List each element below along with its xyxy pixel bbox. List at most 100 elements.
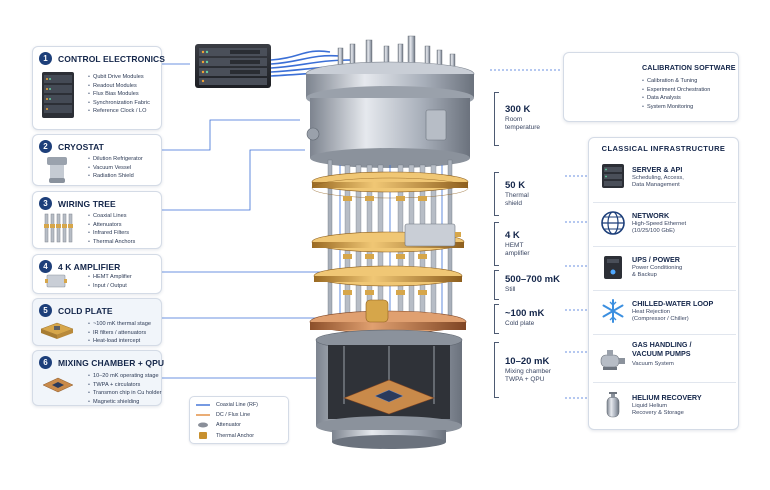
amplifier-box-icon xyxy=(45,274,67,288)
electronics-rack-icon xyxy=(42,72,74,118)
list-item: Coaxial Lines xyxy=(88,212,135,221)
panel-title: MIXING CHAMBER + QPU xyxy=(58,357,165,368)
cryostat-icon xyxy=(47,157,67,183)
infra-title: GAS HANDLING / VACUUM PUMPS xyxy=(632,340,692,358)
list-item: Radiation Shield xyxy=(88,172,143,181)
list-item: Magnetic shielding xyxy=(88,398,161,407)
panel-title: 4 K AMPLIFIER xyxy=(58,261,121,272)
panel-title: CRYOSTAT xyxy=(58,141,104,152)
infra-title: NETWORK xyxy=(632,211,670,220)
list-item: 10–20 mK operating stage xyxy=(88,372,161,381)
stage-label: Thermal shield xyxy=(505,192,529,207)
infra-row-chilled-water: CHILLED-WATER LOOP Heat Rejection (Compr… xyxy=(593,290,736,330)
list-item: HEMT Amplifier xyxy=(88,273,132,282)
attenuator-swatch xyxy=(198,422,208,428)
panel-title: WIRING TREE xyxy=(58,198,116,209)
list-item: Thermal Anchors xyxy=(88,238,135,247)
stage-label: Mixing chamber TWPA + QPU xyxy=(505,368,551,383)
vacuum-pump-icon xyxy=(600,350,625,370)
stage-temp: 50 K xyxy=(505,180,526,191)
legend-label: DC / Flux Line xyxy=(216,412,251,418)
stage-label: Still xyxy=(505,286,516,293)
server-rack-icon xyxy=(602,164,624,188)
list-item: TWPA + circulators xyxy=(88,381,161,390)
stage-bracket xyxy=(494,270,499,300)
step-number: 3 xyxy=(39,197,52,210)
helium-cylinder-icon xyxy=(606,392,620,418)
infra-desc: Power Conditioning & Backup xyxy=(632,265,683,279)
infra-desc: High-Speed Ethernet (10/25/100 GbE) xyxy=(632,221,687,235)
panel-control-electronics: 1 CONTROL ELECTRONICS Qubit Drive Modules… xyxy=(32,46,166,130)
stage-temp: 500–700 mK xyxy=(505,274,560,285)
stage-bracket xyxy=(494,172,499,216)
cold-plate-icon xyxy=(40,322,74,339)
qpu-chip-icon xyxy=(42,377,74,393)
list-item: Transmon chip in Cu holder xyxy=(88,389,162,398)
step-number: 5 xyxy=(39,304,52,317)
panel-title: CLASSICAL INFRASTRUCTURE xyxy=(601,144,726,153)
list-item: Readout Modules xyxy=(88,82,150,91)
infra-row-ups: UPS / POWER Power Conditioning & Backup xyxy=(593,246,736,286)
infra-title: HELIUM RECOVERY xyxy=(632,393,702,402)
coax-line-swatch xyxy=(196,404,210,406)
legend: Coaxial Line (RF) DC / Flux Line Attenua… xyxy=(189,396,289,444)
list-item: System Monitoring xyxy=(642,103,710,112)
infra-title: UPS / POWER xyxy=(632,255,680,264)
stage-label: HEMT amplifier xyxy=(505,242,530,257)
step-number: 1 xyxy=(39,52,52,65)
stage-label: Cold plate xyxy=(505,320,535,327)
panel-calibration-software: CALIBRATION SOFTWARE Calibration & Tunin… xyxy=(563,52,739,122)
list-item: Vacuum Vessel xyxy=(88,164,143,173)
legend-item: DC / Flux Line xyxy=(196,412,250,418)
legend-label: Attenuator xyxy=(216,422,241,428)
panel-wiring-tree: 3 WIRING TREE Coaxial Lines Attenuators I… xyxy=(32,191,162,249)
infra-title: SERVER & API xyxy=(632,165,683,174)
legend-item: Attenuator xyxy=(196,422,241,428)
legend-item: Thermal Anchor xyxy=(196,432,254,439)
list-item: Heat-load intercept xyxy=(88,337,151,346)
infra-row-gas-handling: GAS HANDLING / VACUUM PUMPS Vacuum Syste… xyxy=(593,334,736,382)
panel-title: CALIBRATION SOFTWARE xyxy=(642,63,736,72)
snowflake-icon xyxy=(602,299,624,323)
stage-bracket xyxy=(494,92,499,146)
legend-label: Coaxial Line (RF) xyxy=(216,402,258,408)
step-number: 4 xyxy=(39,260,52,273)
list-item: Qubit Drive Modules xyxy=(88,73,150,82)
coaxial-lines-icon xyxy=(44,213,73,243)
infra-row-server: SERVER & API Scheduling, Access, Data Ma… xyxy=(593,156,736,196)
infra-title: CHILLED-WATER LOOP xyxy=(632,299,714,308)
stage-bracket xyxy=(494,222,499,266)
infra-desc: Scheduling, Access, Data Management xyxy=(632,175,684,189)
stage-bracket xyxy=(494,304,499,334)
list-item: ~100 mK thermal stage xyxy=(88,320,151,329)
list-item: Attenuators xyxy=(88,221,135,230)
dc-line-swatch xyxy=(196,414,210,416)
infra-desc: Vacuum System xyxy=(632,361,674,367)
panel-title: CONTROL ELECTRONICS xyxy=(58,53,166,64)
stage-temp: 4 K xyxy=(505,230,520,241)
infra-row-helium-recovery: HELIUM RECOVERY Liquid Helium Recovery &… xyxy=(593,382,736,428)
stage-temp: ~100 mK xyxy=(505,308,545,319)
panel-classical-infrastructure: CLASSICAL INFRASTRUCTURE SERVER & API Sc… xyxy=(588,137,739,430)
list-item: Data Analysis xyxy=(642,94,710,103)
stage-temp: 300 K xyxy=(505,104,531,115)
list-item: Infrared Filters xyxy=(88,229,135,238)
infra-desc: Liquid Helium Recovery & Storage xyxy=(632,403,684,417)
list-item: Experiment Orchestration xyxy=(642,86,710,95)
list-item: Dilution Refrigerator xyxy=(88,155,143,164)
step-number: 6 xyxy=(39,356,52,369)
thermal-anchor-swatch xyxy=(199,432,207,439)
infra-desc: Heat Rejection (Compressor / Chiller) xyxy=(632,309,689,323)
list-item: Flux Bias Modules xyxy=(88,90,150,99)
legend-label: Thermal Anchor xyxy=(216,432,255,439)
panel-4k-amplifier: 4 4 K AMPLIFIER HEMT Amplifier Input / Ou… xyxy=(32,254,162,294)
list-item: Input / Output xyxy=(88,282,132,291)
